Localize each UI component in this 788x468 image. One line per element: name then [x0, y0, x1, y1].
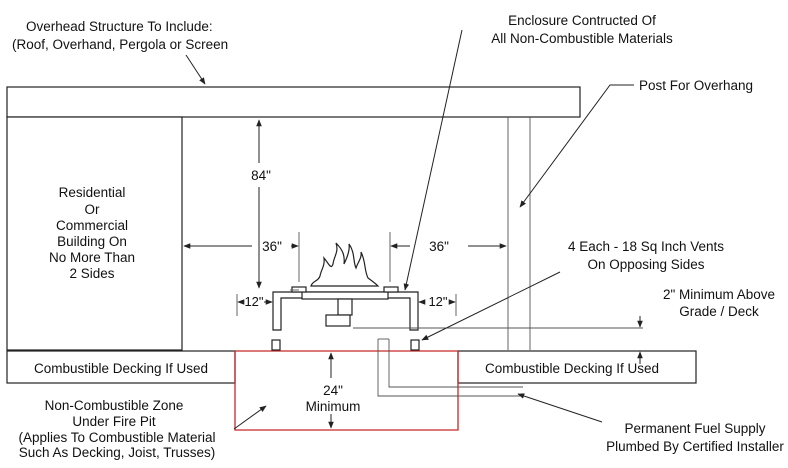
fire-pit-enclosure: [271, 286, 420, 351]
dimension-84-label: 84": [251, 168, 271, 183]
zone-label-line3: (Applies To Combustible Material: [18, 430, 215, 445]
zone-label-line2: Under Fire Pit: [72, 414, 156, 429]
dimension-24-label: 24": [323, 383, 343, 398]
enclosure-leader-arrow: [403, 29, 463, 291]
zone-label-line4: Such As Decking, Joist, Trusses): [19, 445, 216, 460]
dimension-24-minimum-label: Minimum: [306, 399, 361, 414]
dimension-right-36: [389, 232, 507, 282]
dimension-left-36-label: 36": [262, 239, 282, 254]
enclosure-label-line1: Enclosure Contructed Of: [508, 13, 656, 28]
building-wall: [6, 116, 183, 351]
building-label: Residential Or Commercial Building On No…: [49, 185, 135, 281]
overhead-beam: [6, 86, 581, 118]
svg-text:Residential: Residential: [59, 185, 126, 200]
post-label: Post For Overhang: [639, 78, 753, 93]
post-leader-arrow: [519, 84, 634, 208]
decking-left-label: Combustible Decking If Used: [34, 361, 208, 376]
dimension-left-12: [236, 294, 273, 316]
overhead-label-line2: (Roof, Overhand, Pergola or Screen: [12, 37, 228, 52]
dimension-right-12-label: 12": [428, 294, 447, 309]
overhead-label-line1: Overhead Structure To Include:: [26, 19, 213, 34]
decking-right-label: Combustible Decking If Used: [485, 361, 659, 376]
dimension-84: [256, 119, 299, 291]
overhead-leader-arrow: [185, 54, 206, 85]
svg-text:No More Than: No More Than: [49, 250, 135, 265]
dimension-left-12-label: 12": [244, 294, 263, 309]
zone-leader-arrow: [233, 405, 267, 430]
fuel-leader-arrow: [517, 393, 603, 423]
dimension-right-12: [418, 294, 457, 316]
vents-label-line2: On Opposing Sides: [587, 257, 704, 272]
grade-label-line1: 2" Minimum Above: [663, 287, 775, 302]
overhang-post: [507, 117, 531, 350]
fuel-label-line2: Plumbed By Certified Installer: [606, 439, 784, 454]
dimension-left-36: [183, 232, 300, 282]
svg-text:Or: Or: [85, 202, 101, 217]
grade-label-line2: Grade / Deck: [679, 304, 759, 319]
fire-flames: [310, 242, 380, 287]
fuel-label-line1: Permanent Fuel Supply: [624, 421, 765, 436]
svg-text:Building On: Building On: [57, 234, 127, 249]
zone-label-line1: Non-Combustible Zone: [45, 398, 184, 413]
dimension-right-36-label: 36": [429, 239, 449, 254]
svg-text:Commercial: Commercial: [56, 218, 128, 233]
svg-text:2 Sides: 2 Sides: [69, 266, 114, 281]
vents-leader-arrow: [421, 271, 561, 341]
non-combustible-zone: [234, 350, 459, 431]
decking-left: [6, 350, 236, 384]
enclosure-label-line2: All Non-Combustible Materials: [491, 31, 673, 46]
vents-label-line1: 4 Each - 18 Sq Inch Vents: [568, 239, 724, 254]
fuel-supply-pipe: [377, 338, 523, 397]
